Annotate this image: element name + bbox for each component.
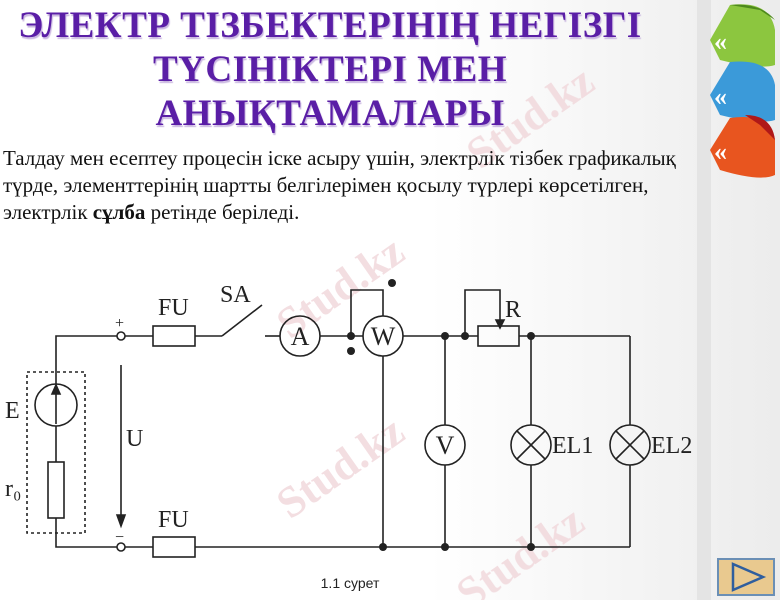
ribbon-red[interactable]: «: [710, 115, 775, 178]
ribbon-green[interactable]: «: [710, 4, 775, 67]
label-w: W: [371, 322, 396, 351]
slide-title: ЭЛЕКТР ТІЗБЕКТЕРІНІҢ НЕГІЗГІ ТҮСІНІКТЕРІ…: [0, 4, 660, 136]
rheostat-arrow-icon: [494, 319, 506, 330]
junction-dots: [347, 279, 535, 551]
label-r0: r₀: [5, 476, 21, 502]
body-text-part: Талдау мен есептеу процесін іске асыру ү…: [3, 146, 676, 224]
label-el2: EL2: [651, 433, 692, 459]
label-fu-bottom: FU: [158, 507, 189, 533]
lamp-el1: [510, 424, 552, 466]
voltage-arrow: [115, 365, 127, 529]
switch-sa: [221, 304, 263, 337]
label-r: R: [505, 297, 521, 323]
ribbon-blue[interactable]: «: [710, 61, 775, 122]
terminal-minus: [116, 542, 126, 552]
play-triangle-icon: [731, 562, 767, 592]
figure-caption: 1.1 сурет: [320, 575, 380, 591]
body-paragraph: Талдау мен есептеу процесін іске асыру ү…: [3, 145, 703, 226]
title-line: ТҮСІНІКТЕРІ МЕН: [152, 49, 507, 90]
label-e: E: [5, 398, 20, 424]
emf-source: [34, 383, 78, 427]
fuse-bottom: [152, 536, 196, 558]
double-chevron-left-icon: «: [714, 137, 727, 166]
label-fu-top: FU: [158, 295, 189, 321]
label-a: A: [291, 322, 310, 351]
fuse-top: [152, 325, 196, 347]
voltmeter: [424, 424, 466, 466]
ribbon-nav: « « «: [710, 4, 775, 178]
sidebar-strip: [697, 0, 711, 600]
wattmeter: [362, 315, 404, 357]
label-el1: EL1: [552, 433, 593, 459]
wires: [55, 289, 631, 548]
ammeter: [279, 315, 321, 357]
label-minus: −: [115, 529, 124, 546]
body-bold-term: сұлба: [92, 200, 146, 224]
source-dashed-box: [26, 371, 86, 534]
title-line: АНЫҚТАМАЛАРЫ: [155, 93, 505, 134]
double-chevron-left-icon: «: [714, 27, 727, 56]
lamp-el2: [609, 424, 651, 466]
label-plus: +: [115, 315, 124, 332]
next-slide-button[interactable]: [717, 558, 775, 596]
label-u: U: [126, 426, 143, 452]
terminal-plus: [116, 331, 126, 341]
internal-resistor: [47, 461, 65, 519]
circuit-diagram: FU SA R EL1 EL2 E r₀ U FU + − A W V: [5, 279, 692, 558]
title-line: ЭЛЕКТР ТІЗБЕКТЕРІНІҢ НЕГІЗГІ: [18, 5, 642, 46]
rheostat: [477, 325, 520, 347]
double-chevron-left-icon: «: [714, 82, 727, 111]
label-v: V: [436, 431, 455, 460]
label-sa: SA: [220, 282, 251, 308]
body-text-part: ретінде беріледі.: [145, 200, 300, 224]
